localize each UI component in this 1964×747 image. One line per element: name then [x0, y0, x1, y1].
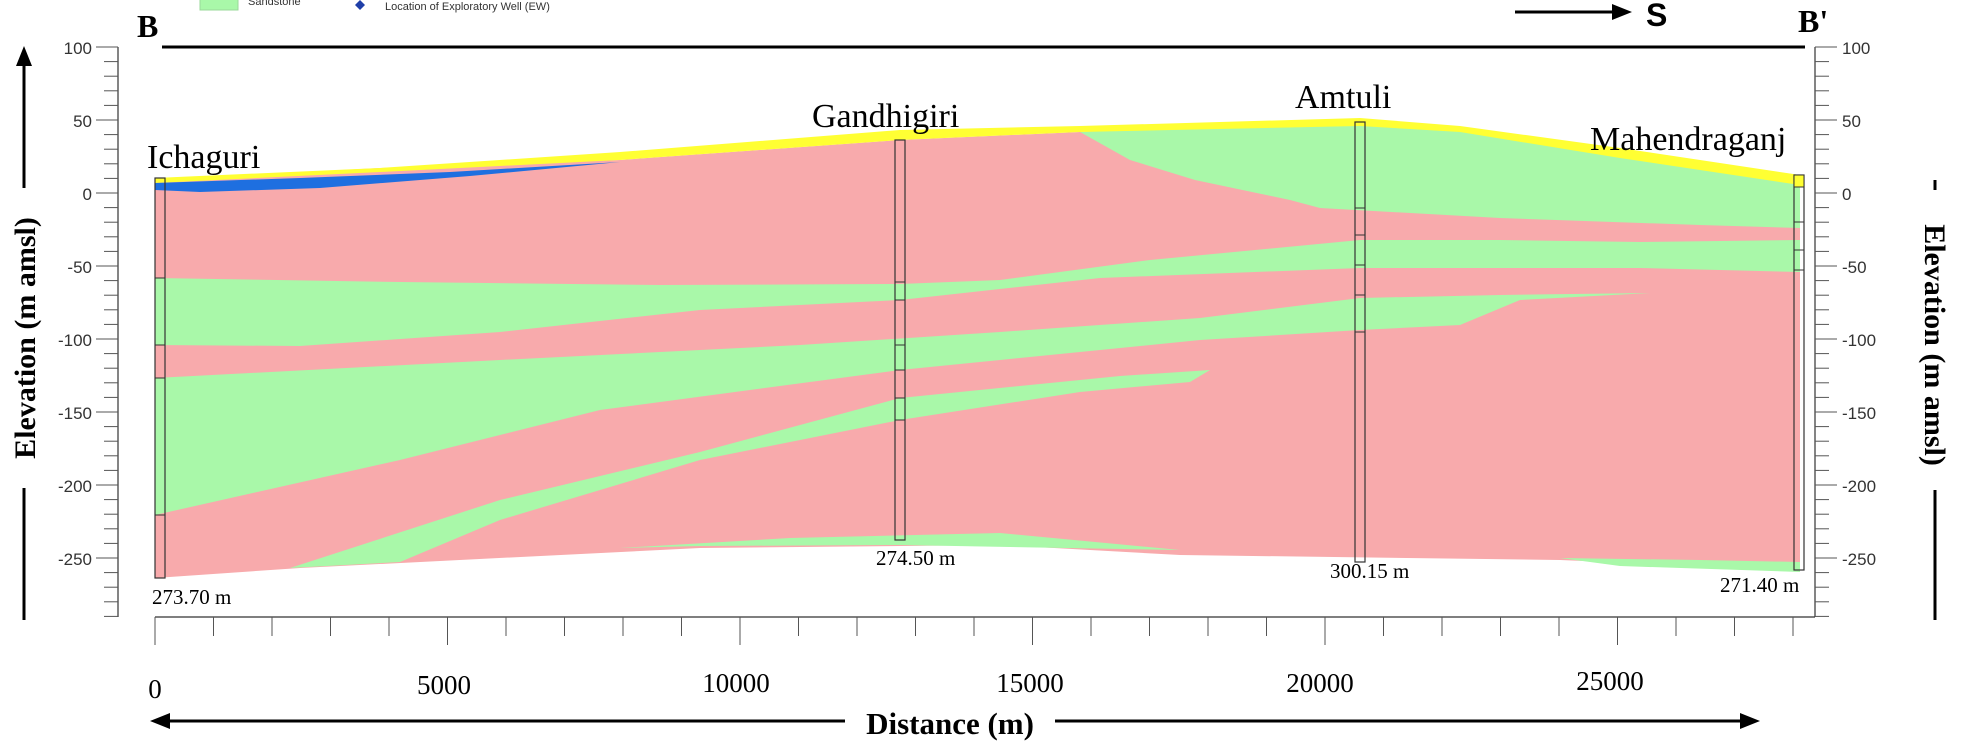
sandstone-band-3	[290, 370, 1210, 568]
sandstone-lens-bottom	[620, 533, 1180, 550]
y-tick-right: -150	[1842, 404, 1876, 423]
well-column-mahendraganj	[1793, 174, 1805, 571]
x-tick: 10000	[702, 668, 770, 698]
well-column-amtuli	[1354, 121, 1366, 563]
y-axis-title-left: Elevation (m amsl)	[9, 217, 42, 459]
y-tick-left: 0	[83, 185, 92, 204]
direction-arrow	[1515, 4, 1632, 20]
well-name-amtuli: Amtuli	[1295, 79, 1391, 116]
well-column-ichaguri	[154, 177, 166, 579]
y-tick-labels-right: 100 50 0 -50 -100 -150 -200 -250	[1842, 39, 1876, 569]
topsoil-layer	[155, 118, 1800, 185]
legend-well-label: Location of Exploratory Well (EW)	[385, 1, 550, 13]
x-axis-title-group: Distance (m)	[150, 702, 1760, 741]
well-name-ichaguri: Ichaguri	[147, 139, 260, 176]
y-tick-left: -200	[58, 477, 92, 496]
y-tick-left: -100	[58, 331, 92, 350]
sandstone-upper-right	[1080, 122, 1800, 228]
y-tick-labels-left: 100 50 0 -50 -100 -150 -200 -250	[58, 39, 92, 569]
sandstone-band-2	[155, 293, 1650, 515]
geology-layers	[155, 118, 1800, 578]
well-depth-amtuli: 300.15 m	[1330, 559, 1409, 583]
sandstone-lens-bottom-right	[1560, 558, 1800, 572]
y-tick-left: 100	[64, 39, 92, 58]
y-axis-title-right: Elevation (m amsl)	[1918, 224, 1951, 466]
y-axis-left-minor-ticks	[96, 46, 118, 617]
y-tick-right: -200	[1842, 477, 1876, 496]
legend: Sandstone Location of Exploratory Well (…	[199, 0, 550, 13]
well-depth-mahendraganj: 271.40 m	[1720, 573, 1799, 597]
y-tick-right: 0	[1842, 185, 1851, 204]
y-tick-right: 100	[1842, 39, 1870, 58]
y-axis-title-right-group: Elevation (m amsl)	[1918, 180, 1951, 620]
y-axis-right-minor-ticks	[1815, 46, 1837, 617]
well-marker-icon	[355, 0, 365, 10]
x-tick: 25000	[1576, 666, 1644, 696]
well-depth-ichaguri: 273.70 m	[152, 585, 231, 609]
y-tick-right: -50	[1842, 258, 1867, 277]
x-tick-labels: 0 5000 10000 15000 20000 25000	[148, 666, 1644, 704]
well-depth-gandhigiri: 274.50 m	[876, 546, 955, 570]
y-tick-right: -250	[1842, 550, 1876, 569]
direction-label: S	[1646, 0, 1667, 33]
legend-sandstone-swatch	[199, 0, 239, 11]
y-tick-left: -50	[67, 258, 92, 277]
sandstone-band-1	[155, 240, 1800, 346]
section-end-label: B'	[1798, 3, 1828, 39]
x-tick: 0	[148, 674, 162, 704]
x-axis-minor-ticks	[154, 617, 1794, 645]
x-tick: 5000	[417, 670, 471, 700]
y-axis-title-left-group: Elevation (m amsl)	[9, 46, 42, 620]
y-axis-right	[1814, 46, 1837, 617]
water-lens	[155, 162, 620, 192]
y-axis-left	[96, 46, 119, 617]
y-tick-left: -250	[58, 550, 92, 569]
well-name-mahendraganj: Mahendraganj	[1590, 121, 1786, 158]
wells	[154, 121, 1805, 579]
y-tick-left: -150	[58, 404, 92, 423]
y-tick-left: 50	[73, 112, 92, 131]
y-tick-right: -100	[1842, 331, 1876, 350]
well-column-gandhigiri	[894, 139, 906, 541]
x-axis-title: Distance (m)	[866, 706, 1034, 741]
y-tick-right: 50	[1842, 112, 1861, 131]
well-name-gandhigiri: Gandhigiri	[812, 98, 959, 135]
x-axis	[154, 616, 1815, 645]
x-tick: 15000	[996, 668, 1064, 698]
legend-sandstone-label: Sandstone	[248, 0, 301, 8]
x-tick: 20000	[1286, 668, 1354, 698]
section-start-label: B	[137, 8, 158, 44]
